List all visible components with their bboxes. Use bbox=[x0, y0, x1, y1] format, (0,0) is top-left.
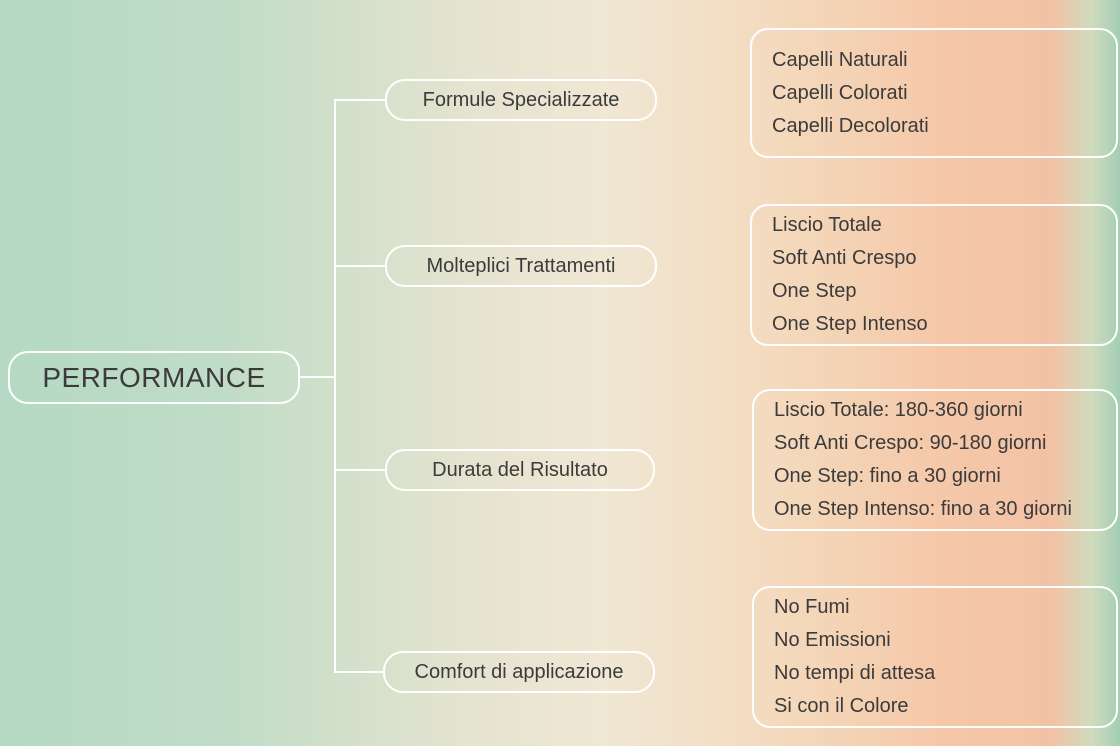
detail-node-formule-specializzate: Capelli Naturali Capelli Colorati Capell… bbox=[750, 28, 1118, 158]
detail-item: One Step: fino a 30 giorni bbox=[774, 465, 1001, 487]
connector-branch-3 bbox=[336, 469, 385, 471]
branch-label: Formule Specializzate bbox=[422, 88, 620, 111]
connector-root-stub bbox=[300, 376, 335, 378]
connector-trunk bbox=[334, 99, 336, 673]
branch-node-formule-specializzate: Formule Specializzate bbox=[385, 79, 657, 121]
detail-node-molteplici-trattamenti: Liscio Totale Soft Anti Crespo One Step … bbox=[750, 204, 1118, 346]
detail-item: No Fumi bbox=[774, 596, 850, 618]
branch-node-molteplici-trattamenti: Molteplici Trattamenti bbox=[385, 245, 657, 287]
connector-branch-2 bbox=[336, 265, 385, 267]
detail-item: Capelli Colorati bbox=[772, 81, 908, 104]
detail-item: Capelli Naturali bbox=[772, 48, 908, 71]
branch-node-durata-del-risultato: Durata del Risultato bbox=[385, 449, 655, 491]
detail-item: One Step Intenso bbox=[772, 313, 928, 335]
detail-item: Capelli Decolorati bbox=[772, 114, 929, 137]
branch-label: Comfort di applicazione bbox=[414, 660, 624, 683]
detail-item: No tempi di attesa bbox=[774, 662, 936, 684]
detail-item: Si con il Colore bbox=[774, 695, 909, 717]
root-label: PERFORMANCE bbox=[42, 361, 266, 393]
detail-item: Liscio Totale bbox=[772, 214, 882, 236]
branch-node-comfort-di-applicazione: Comfort di applicazione bbox=[383, 651, 655, 693]
detail-item: One Step Intenso: fino a 30 giorni bbox=[774, 498, 1072, 520]
root-node-performance: PERFORMANCE bbox=[8, 351, 300, 404]
detail-item: Soft Anti Crespo: 90-180 giorni bbox=[774, 432, 1047, 454]
detail-item: One Step bbox=[772, 280, 857, 302]
connector-branch-1 bbox=[336, 99, 385, 101]
branch-label: Durata del Risultato bbox=[432, 458, 608, 481]
detail-item: Liscio Totale: 180-360 giorni bbox=[774, 399, 1023, 421]
branch-label: Molteplici Trattamenti bbox=[426, 254, 616, 277]
detail-item: Soft Anti Crespo bbox=[772, 247, 917, 269]
connector-branch-4 bbox=[336, 671, 385, 673]
detail-item: No Emissioni bbox=[774, 629, 891, 651]
detail-node-comfort-di-applicazione: No Fumi No Emissioni No tempi di attesa … bbox=[752, 586, 1118, 728]
detail-node-durata-del-risultato: Liscio Totale: 180-360 giorni Soft Anti … bbox=[752, 389, 1118, 531]
